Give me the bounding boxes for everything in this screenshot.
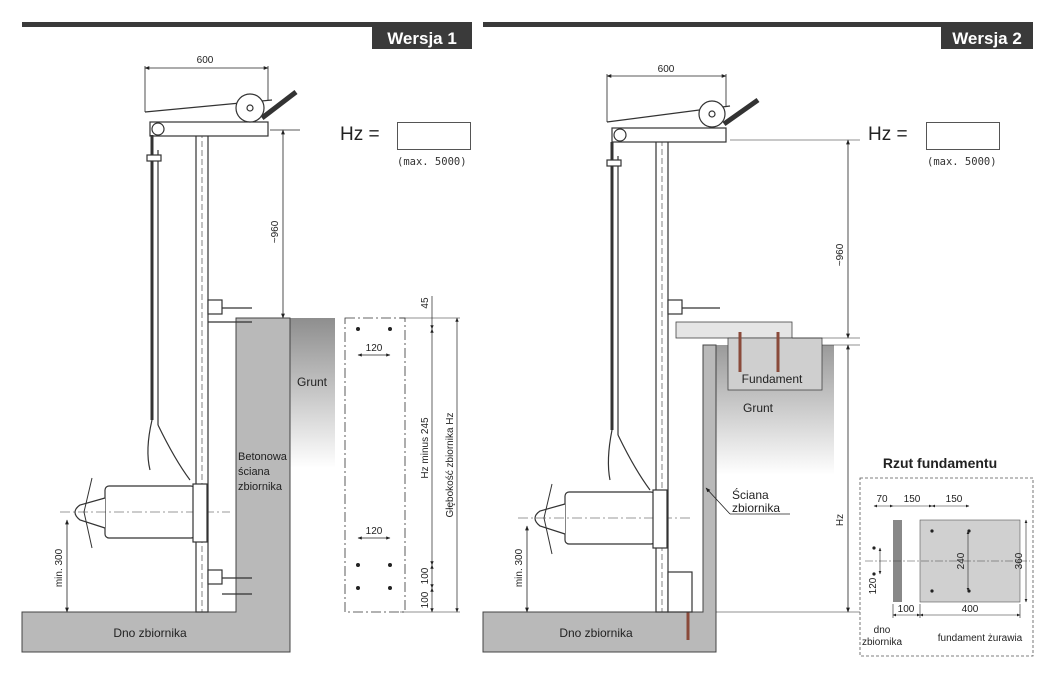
plan-dim-120: 120 xyxy=(868,577,879,594)
version2-header-bar xyxy=(483,22,1033,27)
version2-crane xyxy=(518,97,760,613)
version2-bottom-label: Dno zbiornika xyxy=(559,626,633,640)
version2-title-tab xyxy=(941,27,1033,49)
version1-hz-label: Hz = xyxy=(340,124,380,145)
version2-hz-label: Hz = xyxy=(868,124,908,145)
version1-dim-min: min. 300 xyxy=(54,548,65,587)
version1-hz-note: (max. 5000) xyxy=(397,156,467,168)
version2-foundation xyxy=(727,337,823,391)
version2-dim-height: ~960 xyxy=(835,243,846,266)
version1-crane xyxy=(60,90,298,613)
version1-dim-width: 600 xyxy=(197,55,214,66)
plate-dim-spacing-bottom: 120 xyxy=(366,526,383,537)
plan-dim-100: 100 xyxy=(898,604,915,615)
version1-header-bar xyxy=(22,22,472,27)
plate-dim-top: 45 xyxy=(420,297,431,309)
version2-wall-label-1: Ściana xyxy=(732,487,769,502)
version1-wall-label-1: Betonowa xyxy=(238,451,288,463)
version2-dim-width: 600 xyxy=(658,64,675,75)
plan-label-bottom-1: dno xyxy=(874,625,891,636)
plan-dim-240: 240 xyxy=(956,552,967,569)
plate-dim-100-upper: 100 xyxy=(420,567,431,584)
plate-dim-spacing-top: 120 xyxy=(366,343,383,354)
plan-dim-400: 400 xyxy=(962,604,979,615)
version2-dim-min: min. 300 xyxy=(514,548,525,587)
version1-title-tab xyxy=(372,27,472,49)
plan-label-foundation: fundament żurawia xyxy=(938,633,1023,644)
version2-tank-wall xyxy=(482,344,717,653)
version1-ground xyxy=(290,318,335,468)
version1-hz-input[interactable] xyxy=(397,122,471,150)
plan-dim-150b: 150 xyxy=(946,494,963,505)
plan-dim-150a: 150 xyxy=(904,494,921,505)
version2-ground-label: Grunt xyxy=(743,401,774,415)
plan-label-bottom-2: zbiornika xyxy=(862,637,902,648)
foundation-plan: 70 150 150 240 360 120 100 400 dno zbior… xyxy=(859,477,1034,657)
version1-dim-height: ~960 xyxy=(270,220,281,243)
version1-wall-label-3: zbiornika xyxy=(238,481,283,493)
version2-panel: Wersja 2 Grunt Dno zbiornika Fundament Ś… xyxy=(482,22,1034,657)
version1-plate-detail: 120 120 45 Hz minus 245 100 100 Głębokoś… xyxy=(344,296,460,613)
version2-dim-hz: Hz xyxy=(835,514,846,526)
version1-bottom-label: Dno zbiornika xyxy=(113,626,187,640)
version2-hz-note: (max. 5000) xyxy=(927,156,997,168)
version1-title: Wersja 1 xyxy=(387,29,457,48)
version2-foundation-label: Fundament xyxy=(742,372,803,386)
version2-base-plate xyxy=(675,321,793,339)
plan-title: Rzut fundamentu xyxy=(883,455,997,471)
version2-title: Wersja 2 xyxy=(952,29,1022,48)
version2-hz-input[interactable] xyxy=(926,122,1000,150)
version1-panel: Wersja 1 Grunt Betonowa ściana zbiornika… xyxy=(21,22,472,653)
version2-wall-label-2: zbiornika xyxy=(732,501,780,515)
version1-wall-label-2: ściana xyxy=(238,466,271,478)
plan-dim-70: 70 xyxy=(876,494,888,505)
plate-dim-hz-minus: Hz minus 245 xyxy=(420,417,431,479)
version1-ground-label: Grunt xyxy=(297,375,328,389)
plan-dim-360: 360 xyxy=(1014,552,1025,569)
plate-dim-depth: Głębokość zbiornika Hz xyxy=(445,412,456,517)
version1-tank-wall xyxy=(21,317,291,653)
plate-dim-100-lower: 100 xyxy=(420,591,431,608)
